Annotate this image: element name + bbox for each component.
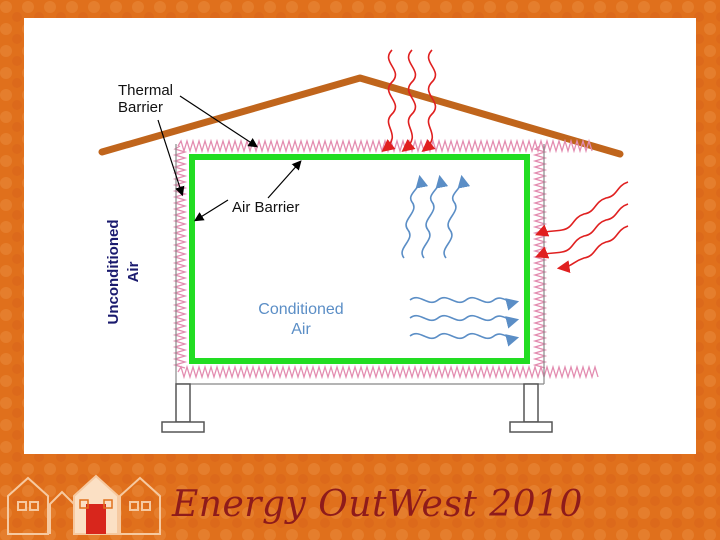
air-barrier-label: Air Barrier <box>232 199 300 216</box>
conditioned-air-side-arrows <box>409 296 520 347</box>
foundation-piers <box>161 383 553 433</box>
unconditioned-air-label: Unconditioned Air <box>105 219 142 325</box>
wall-heat-arrows <box>535 181 629 273</box>
thermal-barrier-label: Thermal Barrier <box>118 82 174 116</box>
roof <box>98 74 624 158</box>
conditioned-air-up-arrows <box>401 174 471 259</box>
thermal-barrier-insulation <box>172 138 599 380</box>
footer-title: Energy OutWest 2010 <box>172 484 583 525</box>
conditioned-air-label: Conditioned Air <box>258 301 344 338</box>
house-outline-icon <box>7 474 161 535</box>
air-barrier <box>189 154 530 364</box>
wall-lines <box>175 144 545 385</box>
leader-lines <box>157 95 302 222</box>
roof-heat-arrows <box>381 49 437 153</box>
red-house-icon <box>73 474 119 535</box>
